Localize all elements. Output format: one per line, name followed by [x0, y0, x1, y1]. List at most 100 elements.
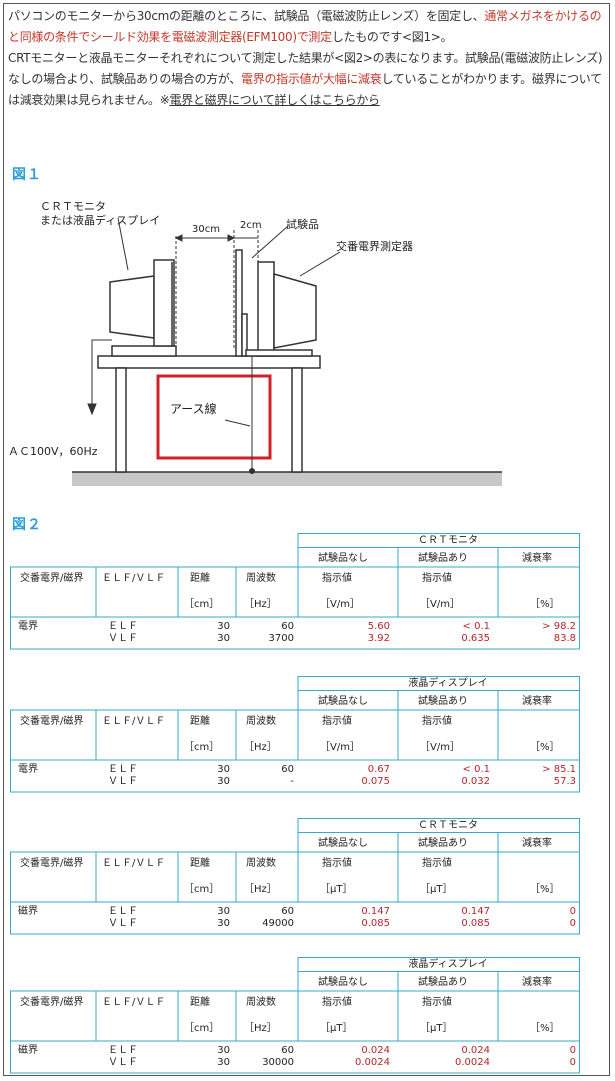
header-field-type: 交番電界/磁界 — [20, 573, 84, 584]
table-title: 液晶ディスプレイ — [408, 678, 488, 689]
row-value-with: 0.635 — [461, 633, 490, 644]
header-distance: 距離 — [190, 997, 210, 1008]
distance-30cm-label: 30cm — [192, 224, 220, 235]
col-header-without-sample: 試験品なし — [318, 838, 368, 849]
row-frequency: 60 — [281, 906, 294, 917]
row-distance: 30 — [217, 776, 230, 787]
power-cable — [87, 339, 112, 416]
header-indicated-without: 指示値 — [322, 716, 352, 727]
header-frequency: 周波数 — [246, 573, 276, 584]
col-header-without-sample: 試験品なし — [318, 553, 368, 564]
unit-frequency: ［Hz］ — [244, 884, 277, 895]
unit-frequency: ［Hz］ — [244, 742, 277, 753]
row-value-with: 0.0024 — [455, 1057, 490, 1068]
earth-wire — [224, 356, 255, 474]
table-grid — [10, 957, 580, 1074]
row-distance: 30 — [217, 1045, 230, 1056]
intro-p2-highlight: 電界の指示値が大幅に減衰 — [241, 72, 382, 86]
meter-label: 交番電界測定器 — [336, 239, 413, 253]
unit-percent: ［%］ — [530, 884, 560, 895]
row-band: ＥＬＦ — [108, 764, 138, 775]
field-name: 磁界 — [18, 906, 38, 917]
monitor-label-line1: ＣＲＴモニタ — [40, 200, 106, 213]
row-frequency: 60 — [281, 1045, 294, 1056]
header-distance: 距離 — [190, 858, 210, 869]
row-attenuation: 83.8 — [553, 633, 576, 644]
intro-p2b: していることがわかります。磁界については減衰効果は見られません。※ — [8, 72, 602, 107]
row-band: ＥＬＦ — [108, 1045, 138, 1056]
row-value-with: < 0.1 — [462, 621, 490, 632]
header-field-type: 交番電界/磁界 — [20, 997, 84, 1008]
row-frequency: 3700 — [268, 633, 294, 644]
row-band: ＥＬＦ — [108, 621, 138, 632]
unit-indicated-without: ［μT］ — [320, 1023, 353, 1034]
field-meter — [245, 261, 317, 357]
header-frequency: 周波数 — [246, 716, 276, 727]
row-frequency: 60 — [281, 764, 294, 775]
monitor-label-line2: または液晶ディスプレイ — [40, 213, 160, 227]
row-value-with: 0.147 — [461, 906, 490, 917]
row-distance: 30 — [217, 1057, 230, 1068]
power-label: ＡＣ100V，60Hz — [8, 445, 98, 458]
col-header-with-sample: 試験品あり — [418, 696, 468, 707]
unit-distance: ［cm］ — [184, 884, 220, 895]
row-value-with: 0.032 — [461, 776, 490, 787]
header-indicated-without: 指示値 — [322, 997, 352, 1008]
measurement-setup-diagram: 30cm 2cm ＣＲＴモニタ または液晶ディスプレイ 試験品 交番電界測定器 … — [8, 200, 502, 486]
field-name: 電界 — [18, 621, 38, 632]
row-band: ＶＬＦ — [108, 633, 138, 644]
row-band: ＶＬＦ — [108, 1057, 138, 1068]
table-title: 液晶ディスプレイ — [408, 959, 488, 970]
col-header-with-sample: 試験品あり — [418, 977, 468, 988]
sample-label: 試験品 — [286, 217, 319, 231]
row-value-without: 3.92 — [367, 633, 390, 644]
table-grid — [10, 676, 580, 793]
earth-wire-highlight-box — [156, 374, 272, 460]
unit-indicated-with: ［V/m］ — [420, 599, 460, 610]
unit-indicated-without: ［V/m］ — [320, 599, 360, 610]
col-header-with-sample: 試験品あり — [418, 553, 468, 564]
row-value-without: 0.085 — [361, 918, 390, 929]
header-band: ＥＬＦ/ＶＬＦ — [102, 716, 166, 727]
row-attenuation: 0 — [569, 1057, 576, 1068]
page-frame — [3, 3, 610, 1076]
distance-2cm-label: 2cm — [240, 220, 262, 231]
header-field-type: 交番電界/磁界 — [20, 716, 84, 727]
figure-2-label: 図２ — [12, 517, 42, 533]
unit-percent: ［%］ — [530, 599, 560, 610]
header-indicated-with: 指示値 — [422, 716, 452, 727]
unit-indicated-with: ［μT］ — [420, 884, 453, 895]
field-info-link[interactable]: 電界と磁界について詳しくはこちらから — [169, 93, 381, 107]
row-frequency: 60 — [281, 621, 294, 632]
intro-p2a: CRTモニターと液晶モニターそれぞれについて測定した結果が<図2>の表になります… — [8, 51, 603, 86]
row-attenuation: > 98.2 — [542, 621, 576, 632]
header-band: ＥＬＦ/ＶＬＦ — [102, 858, 166, 869]
row-distance: 30 — [217, 906, 230, 917]
intro-p1b: したものです<図1>。 — [331, 30, 453, 44]
row-attenuation: > 85.1 — [542, 764, 576, 775]
header-band: ＥＬＦ/ＶＬＦ — [102, 997, 166, 1008]
earth-wire-label: アース線 — [170, 401, 217, 416]
row-value-with: 0.085 — [461, 918, 490, 929]
header-field-type: 交番電界/磁界 — [20, 858, 84, 869]
header-indicated-with: 指示値 — [422, 997, 452, 1008]
header-frequency: 周波数 — [246, 997, 276, 1008]
col-header-without-sample: 試験品なし — [318, 977, 368, 988]
header-indicated-without: 指示値 — [322, 573, 352, 584]
row-value-without: 5.60 — [367, 621, 390, 632]
test-table — [97, 355, 321, 473]
table-grid — [10, 818, 580, 935]
row-distance: 30 — [217, 633, 230, 644]
ground — [72, 471, 502, 486]
field-name: 電界 — [18, 764, 38, 775]
field-name: 磁界 — [18, 1045, 38, 1056]
row-distance: 30 — [217, 621, 230, 632]
row-band: ＶＬＦ — [108, 776, 138, 787]
unit-indicated-with: ［V/m］ — [420, 742, 460, 753]
crt-monitor — [109, 259, 177, 357]
header-distance: 距離 — [190, 716, 210, 727]
header-frequency: 周波数 — [246, 858, 276, 869]
row-frequency: 49000 — [262, 918, 294, 929]
